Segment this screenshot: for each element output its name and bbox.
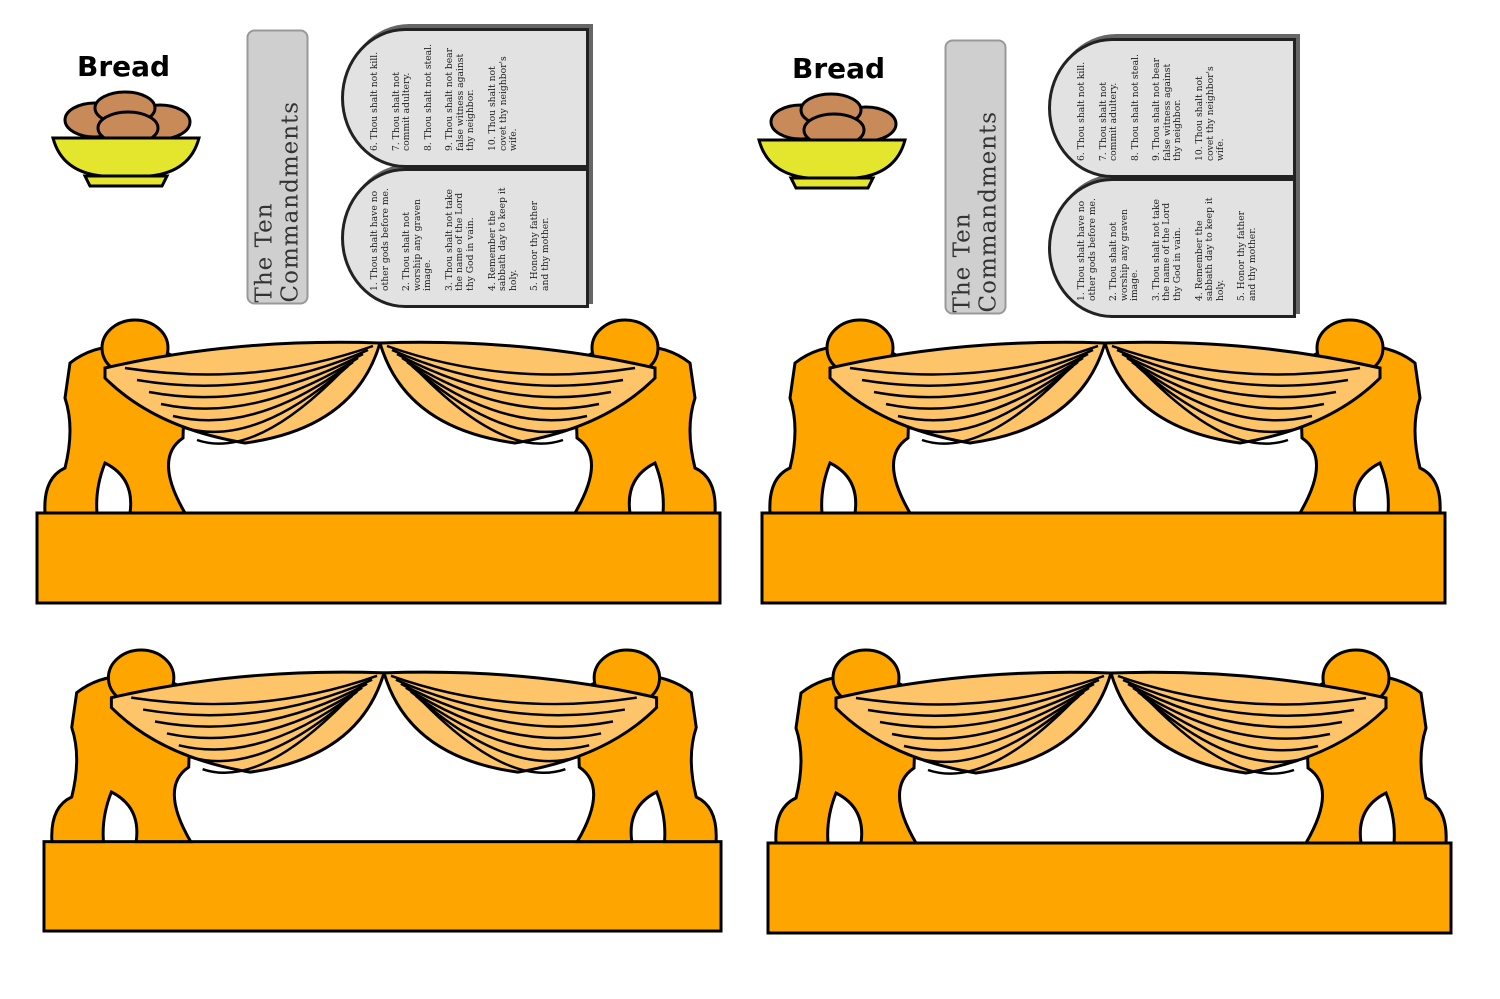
commandment-1: 1. Thou shalt have no other gods before … [1076, 198, 1098, 301]
ark-box [35, 511, 722, 605]
cherub-right [1109, 648, 1448, 845]
commandment-6: 6. Thou shalt not kill. [369, 51, 380, 151]
bowl [757, 138, 907, 180]
commandment-7: 7. Thou shalt not commit adultery. [1097, 82, 1120, 161]
ark-cutout [766, 648, 1453, 935]
ark-cutout [42, 648, 723, 933]
cherub-wing [382, 670, 659, 774]
cherub-wing [1103, 340, 1382, 445]
commandment-10: 10. Thou shalt not covet thy neighbor's … [1194, 66, 1227, 161]
commandment-8: 8. Thou shalt not steal. [1129, 53, 1141, 161]
cherub-left [43, 318, 382, 515]
commandment-9: 9. Thou shalt not bear false witness aga… [1151, 57, 1184, 161]
tablet-right: 6. Thou shalt not kill. 7. Thou shalt not… [1048, 38, 1296, 178]
cherub-wing [1109, 670, 1388, 775]
commandment-10: 10. Thou shalt not covet thy neighbor's … [487, 56, 520, 151]
cherub-right [378, 318, 717, 515]
commandment-4: 4. Remember the sabbath day to keep it h… [486, 187, 519, 291]
commandment-3: 3. Thou shalt not take the name of the L… [1150, 199, 1184, 301]
ark-box [766, 841, 1453, 935]
cherub-wing [109, 670, 386, 774]
cherub-wing [378, 340, 657, 445]
scroll-title: The Ten Commandments [944, 39, 1007, 315]
bread-label: Bread [77, 50, 171, 83]
cherub-wing [834, 670, 1113, 775]
cherub-right [1103, 318, 1442, 515]
commandment-8: 8. Thou shalt not steal. [422, 43, 434, 151]
cherub-left [774, 648, 1113, 845]
commandment-5: 5. Honor thy father and thy mother. [529, 200, 551, 291]
cherub-right [382, 648, 718, 844]
cherub-left [768, 318, 1107, 515]
bread-loaf [63, 90, 192, 146]
bread-bowl-icon [51, 90, 201, 188]
ark-cutout [760, 318, 1447, 605]
cherub-wing [103, 340, 382, 445]
bread-bowl-icon [757, 92, 907, 190]
bowl [51, 136, 201, 178]
commandment-2: 2. Thou shalt not worship any graven ima… [1108, 209, 1141, 301]
cherub-left [50, 648, 386, 844]
bread-label: Bread [792, 52, 886, 85]
tablet-left: 1. Thou shalt have no other gods before … [1048, 178, 1296, 318]
commandment-5: 5. Honor thy father and thy mother. [1236, 210, 1258, 301]
ark-box [760, 511, 1447, 605]
cherub-wing [828, 340, 1107, 445]
scroll-title: The Ten Commandments [246, 29, 309, 305]
commandment-6: 6. Thou shalt not kill. [1076, 61, 1087, 161]
commandment-7: 7. Thou shalt not commit adultery. [390, 72, 413, 151]
ark-box [42, 840, 723, 933]
commandment-2: 2. Thou shalt not worship any graven ima… [401, 199, 434, 291]
commandment-3: 3. Thou shalt not take the name of the L… [443, 189, 477, 291]
commandment-4: 4. Remember the sabbath day to keep it h… [1193, 197, 1226, 301]
ten-commandments-tablets: 1. Thou shalt have no other gods before … [341, 28, 589, 308]
commandment-9: 9. Thou shalt not bear false witness aga… [444, 47, 477, 151]
ten-commandments-tablets: 1. Thou shalt have no other gods before … [1048, 38, 1296, 318]
tablet-left: 1. Thou shalt have no other gods before … [341, 168, 589, 308]
tablet-right: 6. Thou shalt not kill. 7. Thou shalt not… [341, 28, 589, 168]
bread-loaf [769, 92, 898, 148]
commandment-1: 1. Thou shalt have no other gods before … [369, 188, 391, 291]
ark-cutout [35, 318, 722, 605]
